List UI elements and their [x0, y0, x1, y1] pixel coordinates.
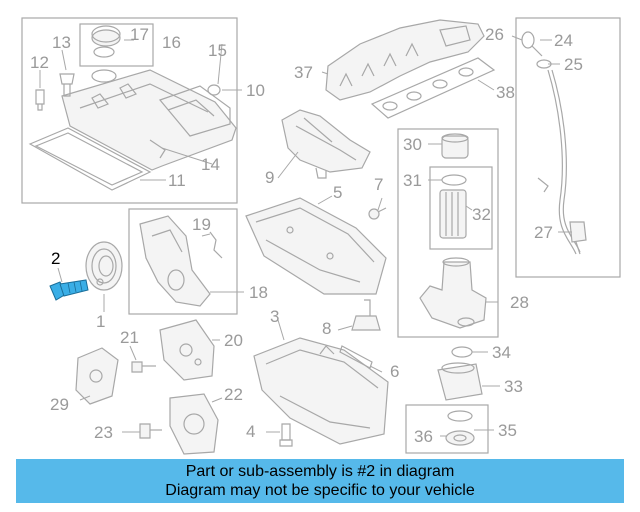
- callout-21[interactable]: 21: [120, 328, 139, 347]
- callout-17[interactable]: 17: [130, 25, 149, 44]
- callout-19[interactable]: 19: [192, 215, 211, 234]
- vent-valve-part: [59, 73, 75, 97]
- oil-filter-group-box: [397, 128, 499, 338]
- oil-baffle-part: [281, 109, 371, 179]
- callout-30[interactable]: 30: [403, 135, 422, 154]
- callout-12[interactable]: 12: [30, 53, 49, 72]
- callout-18[interactable]: 18: [249, 283, 268, 302]
- callout-11[interactable]: 11: [168, 171, 186, 190]
- cooler-gasket-part: [445, 410, 475, 446]
- timing-cover-part: [139, 215, 211, 307]
- oil-filter-element-subgroup-box: [429, 166, 493, 250]
- callout-31[interactable]: 31: [403, 171, 422, 190]
- callout-13[interactable]: 13: [52, 33, 71, 52]
- callout-14[interactable]: 14: [201, 155, 220, 174]
- oil-filler-cap-part: [91, 25, 121, 58]
- callout-9[interactable]: 9: [265, 168, 274, 187]
- callout-27[interactable]: 27: [534, 223, 553, 242]
- stud-bolt-part: [139, 423, 162, 439]
- notice-line-disclaimer: Diagram may not be specific to your vehi…: [165, 482, 475, 499]
- callout-10[interactable]: 10: [246, 81, 265, 100]
- callout-29[interactable]: 29: [50, 395, 69, 414]
- filter-cap-part: [441, 133, 469, 159]
- callout-8[interactable]: 8: [322, 319, 331, 338]
- cooler-seal-part: [451, 346, 473, 358]
- heat-shield-part: [169, 393, 219, 455]
- callout-32[interactable]: 32: [472, 205, 491, 224]
- oil-filter-element-part: [439, 189, 467, 239]
- cylinder-head-cover-group-box: [21, 17, 238, 204]
- callout-26[interactable]: 26: [485, 25, 504, 44]
- oil-cooler-part: [437, 362, 483, 401]
- callout-6[interactable]: 6: [390, 362, 399, 381]
- seal-strip-part: [339, 345, 373, 369]
- callout-1[interactable]: 1: [96, 312, 105, 331]
- intake-gasket-part: [370, 57, 496, 119]
- mounting-bolt-part: [131, 361, 156, 373]
- notice-banner: Part or sub-assembly is #2 in diagram Di…: [16, 459, 624, 503]
- callout-labels: 1 2 3 4 5 6 7 8 9 10 11 12 13 14 15 16 1…: [30, 25, 583, 446]
- highlighted-bolt-part[interactable]: [49, 279, 89, 301]
- callout-33[interactable]: 33: [504, 377, 523, 396]
- oil-level-sensor-part: [351, 299, 381, 331]
- drain-plug-part: [368, 207, 387, 220]
- lower-oil-pan-part: [253, 337, 389, 445]
- callout-7[interactable]: 7: [374, 175, 383, 194]
- callout-37[interactable]: 37: [294, 63, 313, 82]
- dipstick-handle-part: [521, 31, 543, 57]
- callout-25[interactable]: 25: [564, 55, 583, 74]
- sensor-part: [35, 89, 45, 111]
- upper-oil-pan-part: [245, 197, 387, 295]
- filter-o-ring-part: [441, 174, 467, 186]
- callout-36[interactable]: 36: [414, 427, 433, 446]
- cover-gasket-part: [28, 127, 152, 191]
- water-pump-part: [159, 319, 215, 381]
- callout-3[interactable]: 3: [270, 307, 279, 326]
- callout-28[interactable]: 28: [510, 293, 529, 312]
- callout-24[interactable]: 24: [554, 31, 573, 50]
- notice-line-part-number: Part or sub-assembly is #2 in diagram: [185, 463, 455, 480]
- crankshaft-pulley-part: [85, 241, 123, 291]
- pan-bolt-part: [279, 423, 293, 447]
- callout-2[interactable]: 2: [51, 249, 60, 268]
- callout-22[interactable]: 22: [224, 385, 243, 404]
- callout-34[interactable]: 34: [492, 343, 511, 362]
- callout-38[interactable]: 38: [496, 83, 515, 102]
- cylinder-head-cover-part: [61, 69, 237, 171]
- callout-5[interactable]: 5: [333, 183, 342, 202]
- oil-cooler-seal-group-box: [405, 404, 489, 454]
- bracket-plate-part: [75, 347, 119, 405]
- oil-filter-housing-part: [419, 257, 487, 329]
- leader-lines: [39, 35, 572, 437]
- callout-35[interactable]: 35: [498, 421, 517, 440]
- callout-23[interactable]: 23: [94, 423, 113, 442]
- callout-4[interactable]: 4: [246, 422, 255, 441]
- callout-15[interactable]: 15: [208, 41, 227, 60]
- callout-16[interactable]: 16: [162, 33, 181, 52]
- cap-seal-part: [207, 84, 221, 96]
- callout-20[interactable]: 20: [224, 331, 243, 350]
- timing-cover-group-box: [128, 208, 238, 315]
- dipstick-clip-part: [569, 221, 587, 255]
- oil-filler-cap-subgroup-box: [79, 23, 154, 67]
- timing-seal-part: [209, 231, 223, 259]
- dipstick-group-box: [515, 17, 621, 278]
- intake-manifold-part: [325, 19, 485, 101]
